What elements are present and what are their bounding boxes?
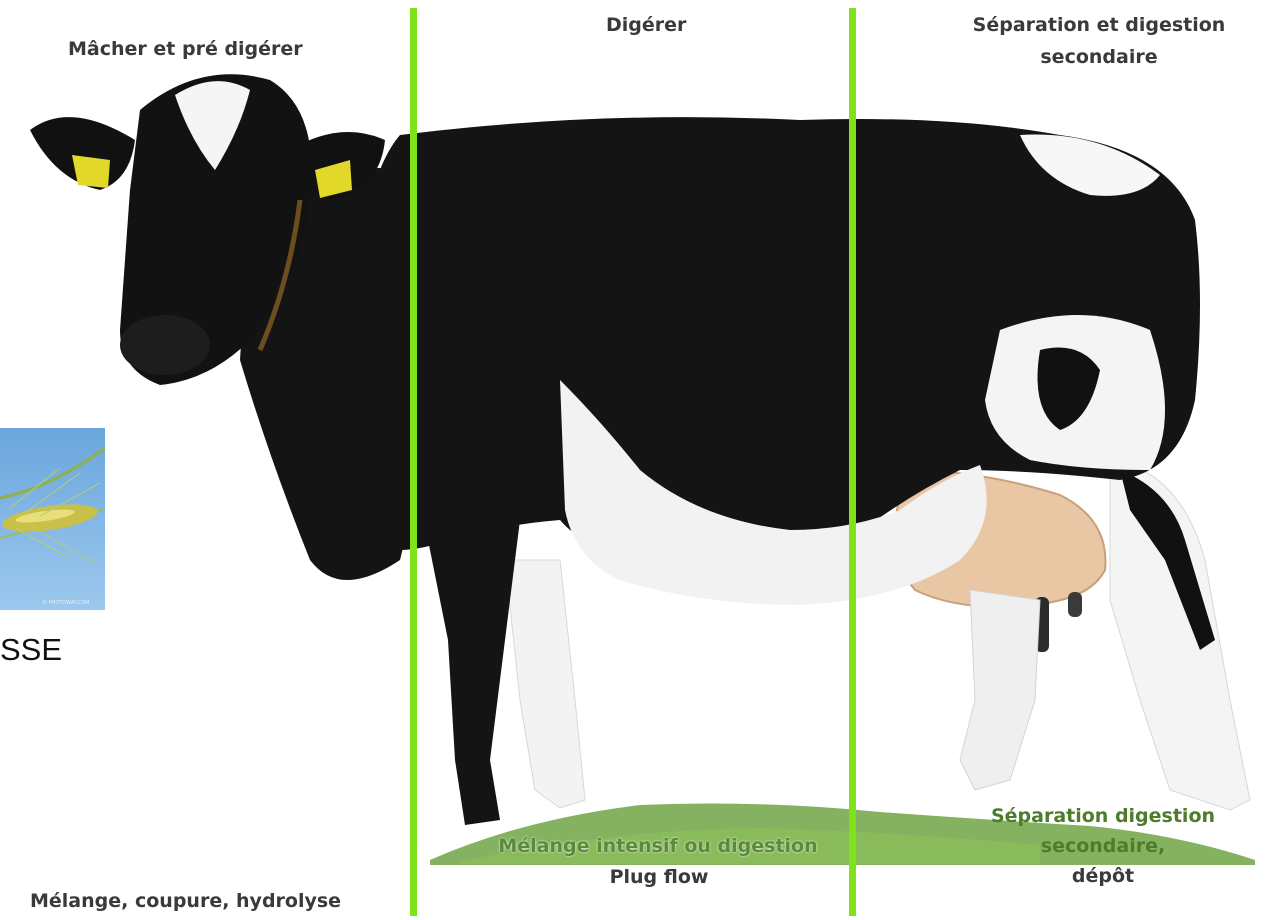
label-plug-flow: Plug flow xyxy=(453,864,865,890)
photo-watermark: © PHOTOWAY.COM xyxy=(42,599,89,606)
cow-rear-leg xyxy=(1110,460,1250,810)
cow-muzzle xyxy=(120,315,210,375)
cow-teat xyxy=(1068,592,1082,617)
label-chew-predigest: Mâcher et pré digérer xyxy=(68,36,303,62)
label-intensive-mixing: Mélange intensif ou digestion xyxy=(452,833,864,859)
label-mix-cut-hydrolyse: Mélange, coupure, hydrolyse xyxy=(30,888,341,914)
cow-rear-leg-back xyxy=(960,590,1040,790)
label-separation-top-line1: Séparation et digestion xyxy=(940,12,1258,38)
label-separation-bottom: Séparation digestion secondaire, dépôt xyxy=(958,803,1248,889)
ear-tag-left xyxy=(72,155,110,188)
label-separation-top-line2: secondaire xyxy=(940,44,1258,70)
label-intensive-mixing-line1: Mélange intensif ou digestion xyxy=(452,833,864,859)
wheat-ear-photo: © PHOTOWAY.COM xyxy=(0,428,105,610)
label-digest: Digérer xyxy=(606,12,686,38)
label-separation-bottom-line2: secondaire, xyxy=(958,833,1248,859)
biomass-text-fragment: SSE xyxy=(0,632,62,668)
label-separation-bottom-line3: dépôt xyxy=(958,863,1248,889)
label-separation-bottom-line1: Séparation digestion xyxy=(958,803,1248,829)
label-separation-top: Séparation et digestion secondaire xyxy=(940,12,1258,70)
divider-line-right xyxy=(849,8,856,916)
cow-front-leg xyxy=(420,500,520,825)
divider-line-left xyxy=(410,8,417,916)
cow-front-leg-back xyxy=(505,560,585,808)
